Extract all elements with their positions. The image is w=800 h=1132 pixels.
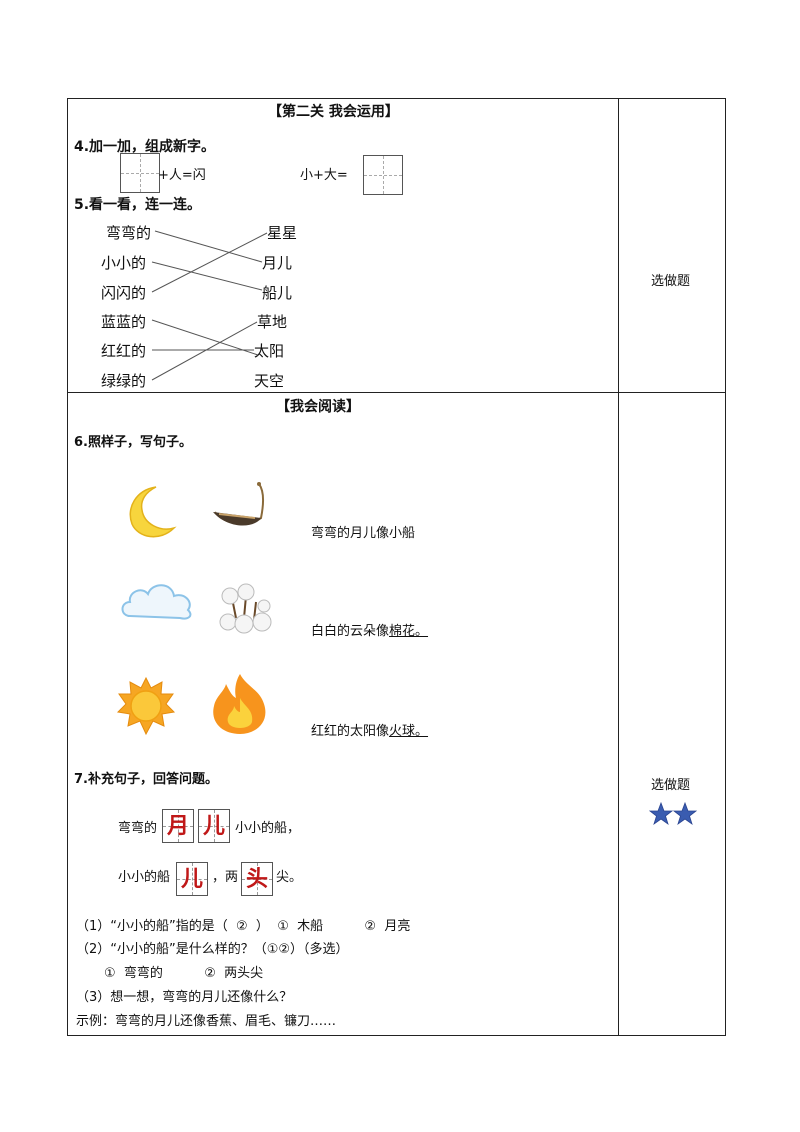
side-note-optional: 选做题 xyxy=(651,778,691,793)
right-word-5: 太阳 xyxy=(254,342,285,360)
table-right-border xyxy=(725,98,726,1036)
table-row-divider xyxy=(67,392,726,393)
answer-char-box[interactable]: 儿 xyxy=(176,862,208,896)
moon-icon xyxy=(129,486,177,538)
right-word-6: 天空 xyxy=(254,372,285,390)
table-left-border xyxy=(67,98,68,1036)
answer-char: 儿 xyxy=(202,813,225,839)
table-bottom-border xyxy=(67,1035,726,1036)
sentence-2-prefix: 白白的云朵像 xyxy=(311,624,390,639)
side-note-optional: 选做题 xyxy=(651,274,691,289)
question-7-heading: 7.补充句子，回答问题。 xyxy=(74,772,218,787)
star-icon xyxy=(673,802,697,826)
cloud-icon xyxy=(121,584,192,620)
match-line-4 xyxy=(151,319,259,356)
poem-line-2-prefix: 小小的船 xyxy=(118,870,171,885)
equation-1: +人=闪 xyxy=(158,168,206,183)
left-word-2: 小小的 xyxy=(101,254,147,272)
sub-question-3: （3）想一想，弯弯的月儿还像什么？ xyxy=(76,990,293,1005)
boat-icon xyxy=(213,482,264,526)
left-word-6: 绿绿的 xyxy=(101,372,147,390)
answer-char-box[interactable]: 月 xyxy=(162,809,194,843)
section-title: 【第二关 我会运用】 xyxy=(268,104,399,120)
left-word-3: 闪闪的 xyxy=(101,284,147,302)
answer-char: 儿 xyxy=(180,866,203,892)
question-5-heading: 5.看一看，连一连。 xyxy=(74,197,202,213)
question-4-heading: 4.加一加，组成新字。 xyxy=(74,139,216,155)
right-word-1: 星星 xyxy=(267,224,298,242)
match-line-6 xyxy=(151,321,258,381)
sentence-3-answer[interactable]: 火球。 xyxy=(389,724,429,739)
match-line-1 xyxy=(154,230,263,263)
sub-question-2-options: ① 弯弯的 ② 两头尖 xyxy=(104,966,264,981)
answer-example: 示例：弯弯的月儿还像香蕉、眉毛、镰刀…… xyxy=(76,1014,337,1029)
answer-char-box[interactable]: 头 xyxy=(241,862,273,896)
answer-box-1[interactable] xyxy=(120,153,160,193)
equation-2: 小+大= xyxy=(300,168,348,183)
match-line-3 xyxy=(151,232,268,293)
left-word-5: 红红的 xyxy=(101,342,147,360)
sun-icon xyxy=(116,676,176,736)
sentence-3: 红红的太阳像火球。 xyxy=(311,720,428,739)
sentence-3-prefix: 红红的太阳像 xyxy=(311,724,390,739)
answer-char: 月 xyxy=(166,813,189,839)
star-icon xyxy=(649,802,673,826)
sentence-2-answer[interactable]: 棉花。 xyxy=(389,624,429,639)
sentence-example: 弯弯的月儿像小船 xyxy=(311,526,416,541)
left-word-4: 蓝蓝的 xyxy=(101,313,147,331)
answer-char-box[interactable]: 儿 xyxy=(198,809,230,843)
answer-char: 头 xyxy=(245,866,268,892)
poem-line-2-suffix: 尖。 xyxy=(276,870,303,885)
question-6-heading: 6.照样子，写句子。 xyxy=(74,435,192,450)
right-word-4: 草地 xyxy=(257,313,288,331)
match-line-2 xyxy=(151,261,263,291)
section-title: 【我会阅读】 xyxy=(276,399,360,415)
poem-line-1-prefix: 弯弯的 xyxy=(118,821,158,836)
table-column-divider xyxy=(618,98,619,1036)
sub-question-1: （1）“小小的船”指的是（ ② ） ① 木船 ② 月亮 xyxy=(76,919,411,934)
left-word-1: 弯弯的 xyxy=(106,224,152,242)
cotton-icon xyxy=(219,583,272,634)
sentence-2: 白白的云朵像棉花。 xyxy=(311,620,428,639)
poem-line-2-middle: ，两 xyxy=(212,870,239,885)
matching-lines xyxy=(151,230,268,381)
fire-icon xyxy=(213,674,266,734)
sub-question-2: （2）“小小的船”是什么样的？（①②）（多选） xyxy=(76,942,349,957)
difficulty-stars xyxy=(649,802,697,830)
answer-box-2[interactable] xyxy=(363,155,403,195)
poem-line-1-suffix: 小小的船， xyxy=(235,821,301,836)
right-word-2: 月儿 xyxy=(262,254,293,272)
table-top-border xyxy=(67,98,726,99)
right-word-3: 船儿 xyxy=(262,284,293,302)
